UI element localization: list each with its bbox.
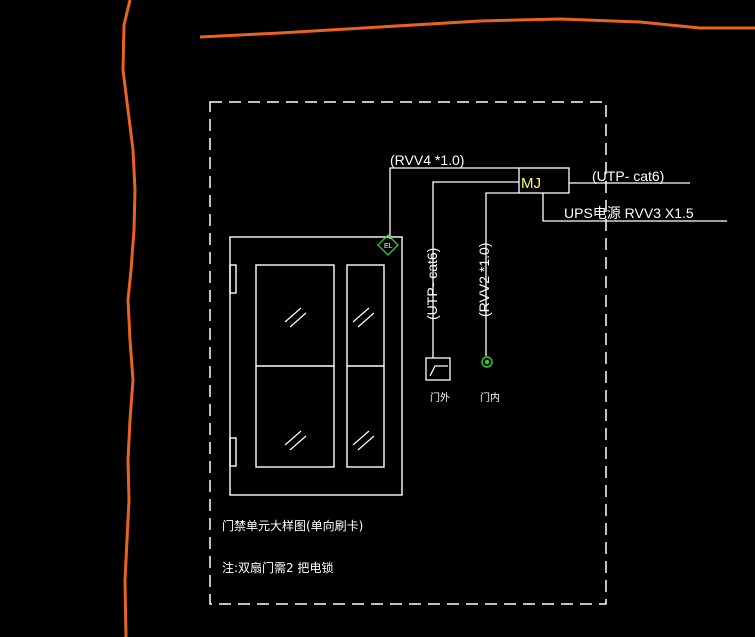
cable-rvv2-button	[485, 192, 519, 356]
cable-utp-reader	[432, 181, 519, 358]
utp-network-cable-label: (UTP- cat6)	[592, 168, 664, 184]
door-assembly	[229, 236, 403, 496]
ups-power-cable-label: UPS电源 RVV3 X1.5	[564, 205, 694, 221]
door-frame	[229, 236, 403, 496]
mj-controller-label: MJ	[521, 175, 541, 192]
cable-rvv4	[389, 167, 519, 239]
cable-ups-power	[542, 193, 727, 222]
rvv4-cable-label: (RVV4 *1.0)	[390, 152, 464, 168]
drawing-note: 注:双扇门需2 把电锁	[222, 560, 334, 575]
drawing-caption: 门禁单元大样图(单向刷卡)	[222, 518, 363, 533]
exit-button-label: 门内	[480, 391, 500, 404]
detail-frame-dashed	[209, 101, 607, 605]
electric-lock-symbol	[377, 234, 399, 256]
utp-reader-cable-label: (UTP- cat6)	[424, 248, 440, 320]
electric-lock-label: EL	[384, 243, 393, 250]
mj-controller-box	[518, 167, 570, 194]
door-hinge-top	[229, 264, 237, 294]
glass-hatch-marks	[284, 307, 375, 451]
boundary-line-left	[121, 0, 137, 637]
rvv2-button-cable-label: (RVV2 *1.0)	[476, 243, 492, 317]
card-reader-symbol	[425, 357, 451, 381]
exit-button-symbol	[481, 356, 493, 368]
boundary-line-top	[199, 17, 755, 39]
cable-lines	[389, 167, 727, 358]
door-hinge-bottom	[229, 437, 237, 467]
card-reader-label: 门外	[430, 391, 450, 404]
